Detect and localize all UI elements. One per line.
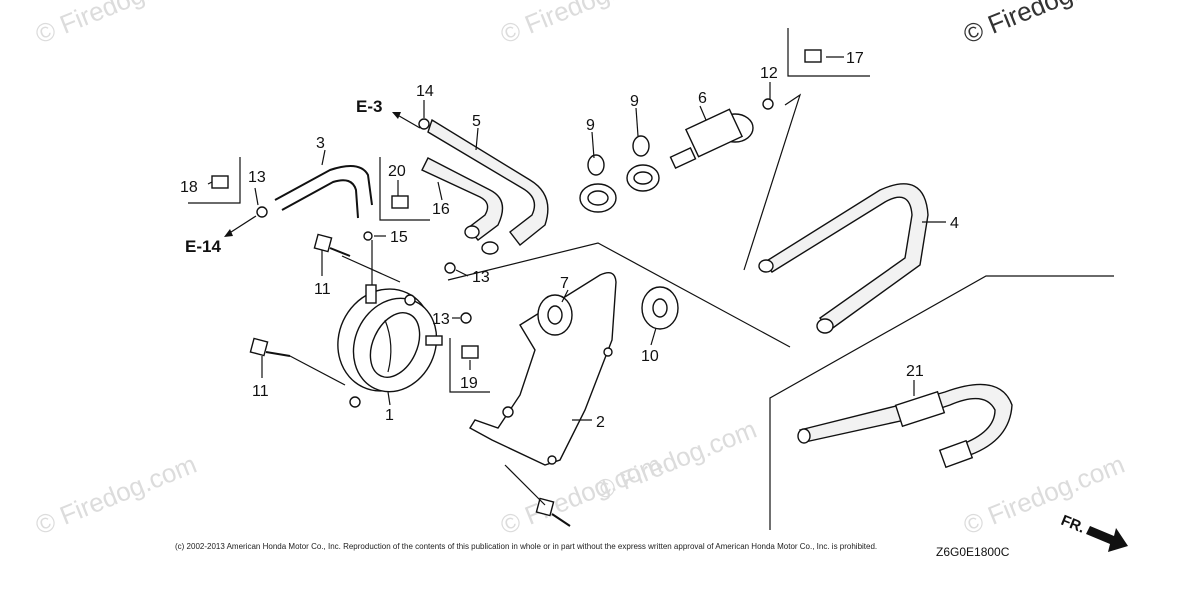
hose-16-end [464, 225, 480, 239]
bolt-11a [313, 233, 351, 257]
clip-13 [256, 206, 268, 218]
bracket-19 [449, 338, 490, 393]
callout-15: 15 [390, 229, 408, 246]
clamp-17 [804, 49, 822, 63]
callout-11b: 11 [252, 383, 269, 400]
ref-e14-arrow [227, 215, 257, 235]
callout-13c: 13 [432, 311, 450, 328]
clamp-9b [626, 135, 660, 192]
hose-21-sleeve [894, 390, 946, 428]
callout-3: 3 [316, 135, 325, 152]
hose-3-inner [281, 179, 359, 219]
watermark: © Firedog.com [496, 0, 666, 50]
callout-13b: 13 [472, 269, 490, 286]
callout-11a: 11 [314, 281, 331, 298]
callout-1: 1 [385, 407, 394, 424]
front-direction-icon: FR. [1059, 512, 1128, 552]
hose-5 [427, 118, 549, 246]
hose-route-line-2 [743, 93, 802, 271]
clip-13 [444, 262, 456, 274]
watermark: © Firedog.com [31, 449, 201, 541]
watermark: © Firedog.com [959, 0, 1129, 50]
callout-7: 7 [560, 275, 569, 292]
hose-21-end [797, 428, 811, 444]
bolt-bottom [535, 497, 571, 527]
diagram-code: Z6G0E1800C [936, 545, 1010, 559]
fuel-filter-6 [669, 108, 754, 170]
callout-21: 21 [906, 363, 924, 380]
clip-15 [363, 231, 373, 241]
callout-6: 6 [698, 90, 707, 107]
fr-label: FR. [1059, 512, 1088, 537]
clip-14 [418, 118, 430, 130]
ref-e14: E-14 [185, 237, 221, 256]
fuel-pump-1 [337, 284, 443, 408]
arrowhead-icon [224, 229, 233, 237]
callout-2: 2 [596, 414, 605, 431]
hose-route-line [447, 242, 791, 348]
callout-4: 4 [950, 215, 959, 232]
callout-10: 10 [641, 348, 659, 365]
callout-16: 16 [432, 201, 450, 218]
frame-divider [769, 275, 1114, 530]
arrowhead-icon [392, 112, 401, 119]
fr-arrow-icon [1086, 526, 1128, 552]
callout-12: 12 [760, 65, 778, 82]
bracket-17 [787, 28, 870, 77]
hose-21-fitting [938, 439, 974, 469]
grommet-7 [537, 294, 573, 336]
copyright-notice: (c) 2002-2013 American Honda Motor Co., … [175, 542, 877, 551]
watermark: © Firedog.com [959, 449, 1129, 541]
callout-17: 17 [846, 50, 864, 67]
bracket-18 [188, 157, 241, 204]
clip-12 [762, 98, 774, 110]
callout-5: 5 [472, 113, 481, 130]
hose-5-end [481, 241, 499, 255]
callout-14: 14 [416, 83, 434, 100]
callout-9b: 9 [630, 93, 639, 110]
callout-18: 18 [180, 179, 198, 196]
callout-13a: 13 [248, 169, 266, 186]
clamp-9a [579, 154, 617, 213]
clamp-18 [211, 175, 229, 189]
clamp-20 [391, 195, 409, 209]
hose-4 [764, 183, 929, 331]
hose-3 [274, 165, 373, 206]
hose-4-end [816, 318, 834, 334]
leader-lines [207, 56, 946, 506]
callout-20: 20 [388, 163, 406, 180]
hose-4-end [758, 259, 774, 273]
bracket-2 [469, 272, 617, 466]
bracket-20 [379, 157, 430, 221]
ref-e3: E-3 [356, 97, 382, 116]
watermark: © Firedog.com [31, 0, 201, 50]
callout-9a: 9 [586, 117, 595, 134]
clamp-19 [461, 345, 479, 359]
grommet-10 [641, 286, 679, 330]
hose-16 [421, 157, 504, 241]
watermark: © Firedog.com [591, 414, 761, 506]
clip-13 [460, 312, 472, 324]
bolt-11b [249, 337, 291, 357]
callout-19: 19 [460, 375, 478, 392]
